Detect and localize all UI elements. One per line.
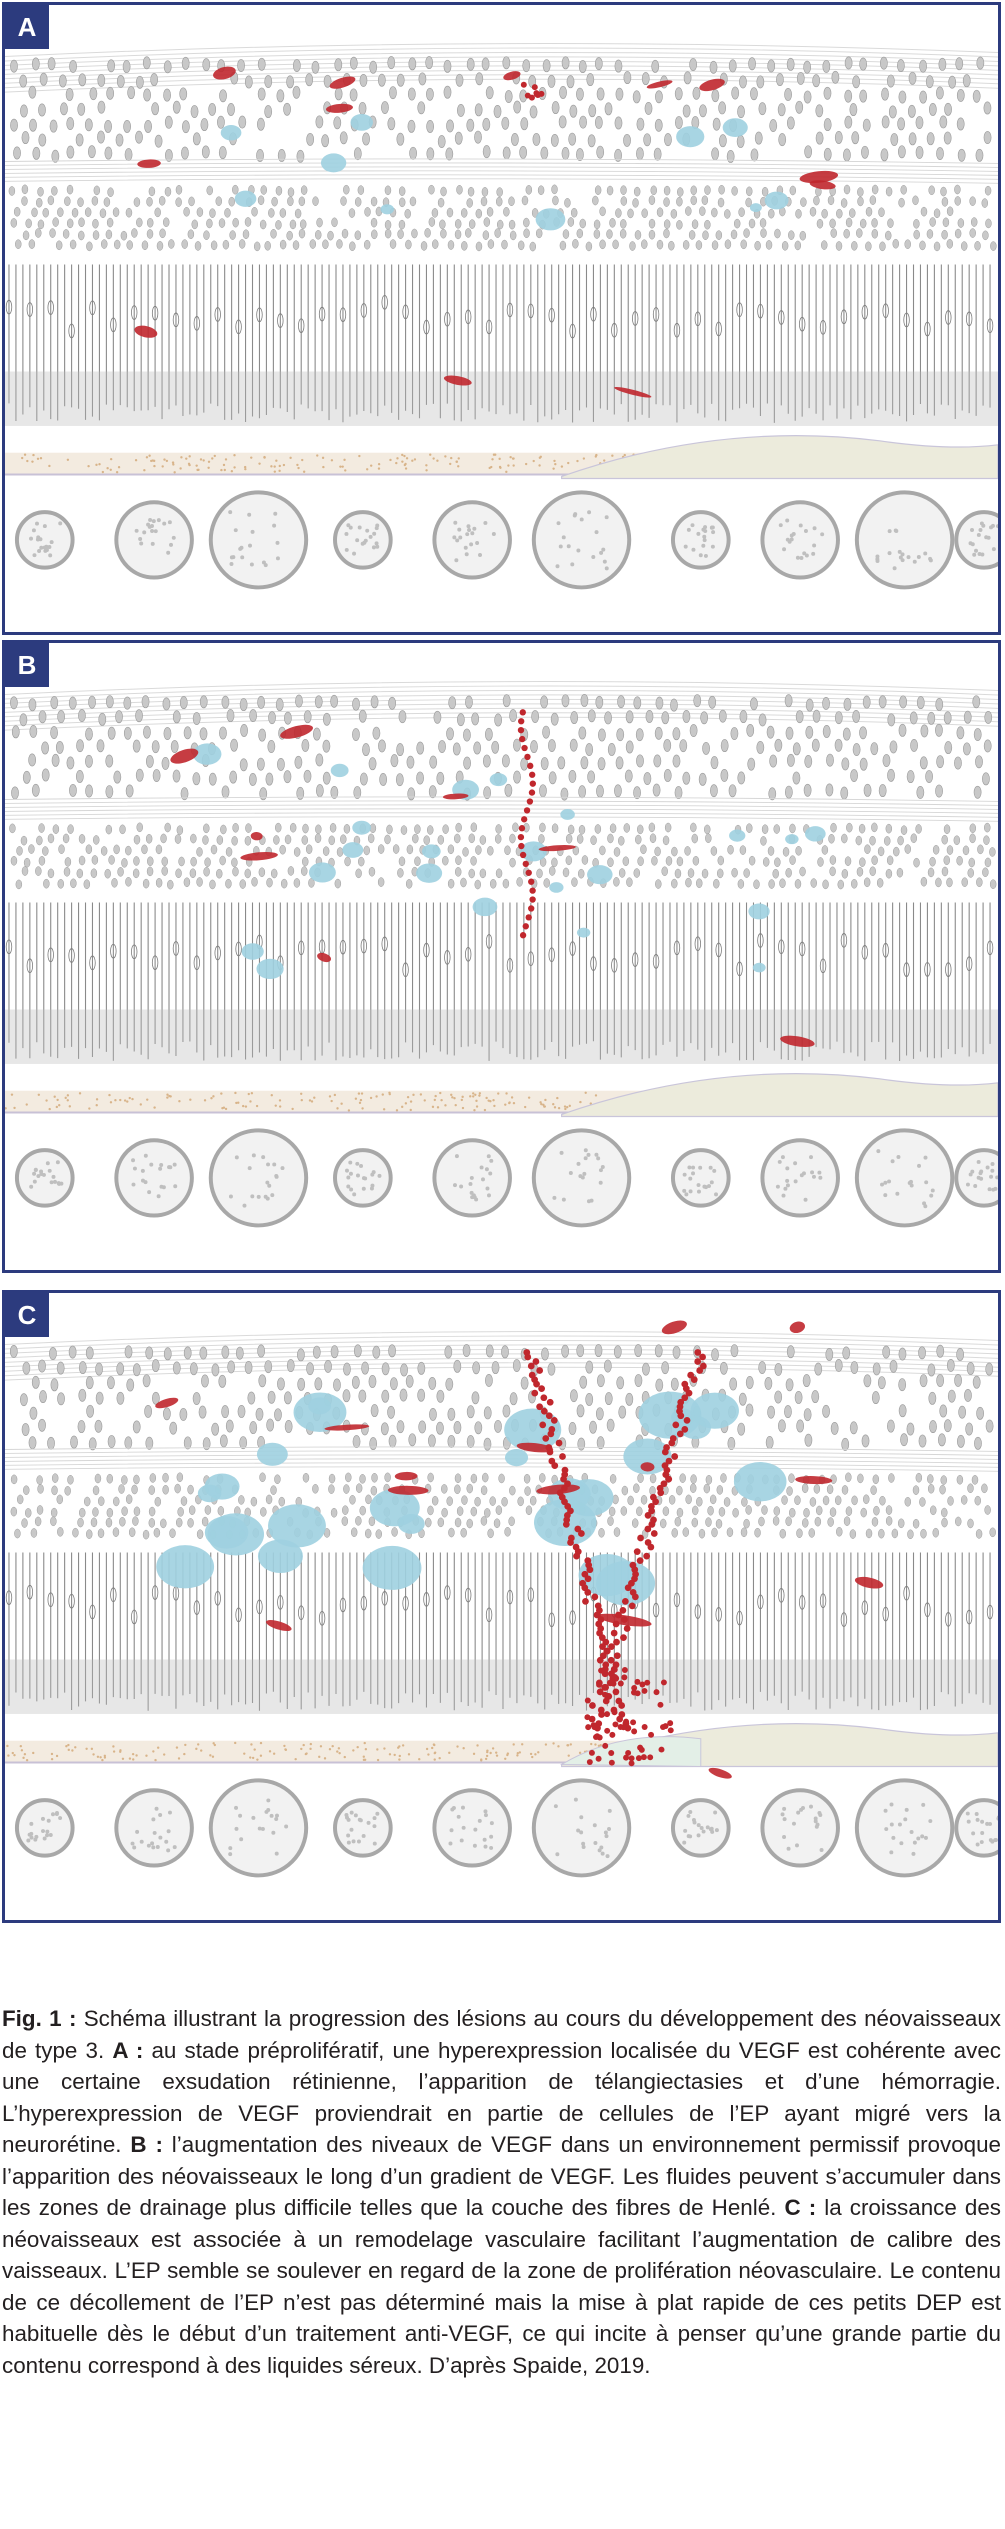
plexiform-layer (5, 158, 998, 184)
choroid-layer (14, 1778, 998, 1878)
fluid-pockets (156, 1391, 787, 1606)
fluid-pockets (220, 113, 789, 231)
hemorrhage-spots (134, 66, 839, 398)
choroid-layer (14, 490, 998, 590)
neovascular-vessel (520, 81, 545, 101)
caption-label-c: C : (784, 2195, 817, 2220)
retina-illustration (5, 681, 998, 1228)
ganglion-cell-layer (10, 694, 993, 801)
retina-illustration (5, 1320, 998, 1878)
panel-b: B (2, 640, 1001, 1273)
hemorrhage-spots (170, 724, 815, 1047)
figure-label: Fig. 1 : (2, 2006, 77, 2031)
photoreceptor-layer (5, 1552, 998, 1714)
caption-text-b: l’augmentation des niveaux de VEGF dans … (2, 2132, 1002, 2220)
drusen-deposit (561, 1073, 998, 1118)
panel-a: A (2, 2, 1001, 635)
neovascular-vessel (517, 709, 536, 939)
caption-text-a: au stade préprolifératif, une hyperexpre… (2, 2037, 1001, 2158)
retina-illustration (5, 43, 998, 590)
panel-label: C (5, 1293, 49, 1337)
plexiform-layer (5, 796, 998, 822)
nerve-fiber-layer (5, 681, 998, 731)
caption-label-a: A : (112, 2037, 144, 2063)
neovascular-vessel (523, 1349, 707, 1767)
inner-nuclear-layer (10, 1472, 996, 1540)
choroid-layer (14, 1128, 998, 1228)
ganglion-cell-layer (9, 1344, 994, 1451)
figure-caption: Fig. 1 : Schéma illustrant la progressio… (2, 2003, 1001, 2381)
inner-nuclear-layer (9, 822, 997, 890)
inner-nuclear-layer (8, 184, 997, 252)
panel-c: C (2, 1290, 1001, 1923)
caption-label-b: B : (130, 2132, 163, 2157)
hemorrhage-spots (155, 1320, 884, 1779)
panel-label: A (5, 5, 49, 49)
photoreceptor-layer (5, 902, 998, 1064)
drusen-deposit (561, 435, 998, 480)
plexiform-layer (5, 1446, 998, 1472)
fluid-pockets (192, 743, 826, 980)
photoreceptor-layer (5, 264, 998, 426)
panel-label: B (5, 643, 49, 687)
caption-intro: Schéma illustrant la progression des lés… (2, 2006, 1001, 2063)
caption-text-c: la croissance des néovaisseaux est assoc… (2, 2195, 1001, 2378)
